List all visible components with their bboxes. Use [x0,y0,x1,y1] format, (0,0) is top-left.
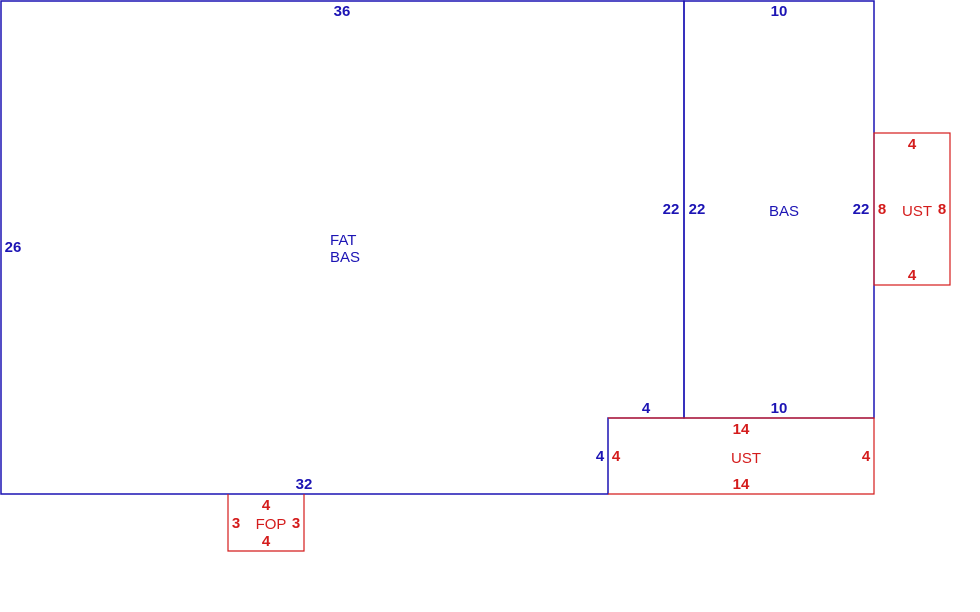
fop-outline [227,494,305,552]
ust-bottom-label: UST [731,450,761,467]
ust-bottom-bottom-dimension: 14 [733,476,750,493]
fat-bas-left-dimension: 26 [5,239,22,256]
ust-bottom-top-dimension: 14 [733,421,750,438]
ust-right-right-dimension: 8 [938,201,946,218]
fat-bas-notch-top-dimension: 4 [642,400,651,417]
fop-bottom-dimension: 4 [262,533,271,550]
fat-bas-notch-side-dimension: 4 [596,448,605,465]
bas-right-dimension: 22 [853,201,870,218]
area-ust-right: 4 8 8 4 UST [873,132,951,286]
ust-right-label: UST [902,203,932,220]
ust-right-top-dimension: 4 [908,136,917,153]
area-bas: 10 22 22 10 BAS [683,0,875,419]
area-fop: 4 3 3 4 FOP [227,494,305,552]
bas-top-dimension: 10 [771,3,788,20]
ust-right-left-dimension: 8 [878,201,886,218]
fat-bas-top-dimension: 36 [334,3,351,20]
fop-label: FOP [256,516,287,533]
ust-right-bottom-dimension: 4 [908,267,917,284]
ust-right-outline [873,132,951,286]
bas-label: BAS [769,203,799,220]
fop-left-dimension: 3 [232,515,240,532]
fop-top-dimension: 4 [262,497,271,514]
ust-bottom-left-dimension: 4 [612,448,621,465]
fat-bas-bottom-dimension: 32 [296,476,313,493]
fop-right-dimension: 3 [292,515,300,532]
fat-bas-right-dimension: 22 [663,201,680,218]
bas-left-dimension: 22 [689,201,706,218]
area-ust-bottom: 14 4 4 14 UST [608,417,875,495]
area-fat-bas: 36 26 22 32 4 4 FAT BAS [0,0,685,495]
ust-bottom-outline [608,417,875,495]
fat-bas-label-line1: FAT [330,232,356,249]
ust-bottom-right-dimension: 4 [862,448,871,465]
bas-bottom-dimension: 10 [771,400,788,417]
fat-bas-label-line2: BAS [330,249,360,266]
